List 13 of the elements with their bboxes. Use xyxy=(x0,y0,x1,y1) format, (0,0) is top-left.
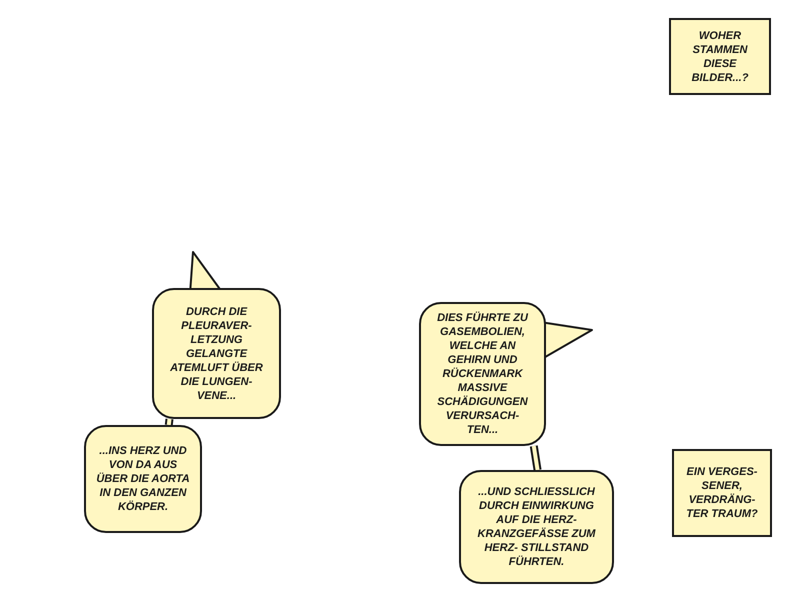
speech-bubble xyxy=(152,288,281,419)
speech-text: EIN VERGES- SENER, VERDRÄNG- TER TRAUM? xyxy=(685,465,759,521)
speech-text: ...INS HERZ UND VON DA AUS ÜBER DIE AORTA IN DEN GANZEN KÖRPER. xyxy=(95,444,191,514)
speech-text: WOHER STAMMEN DIESE BILDER...? xyxy=(690,28,750,84)
speech-text: ...UND SCHLIESSLICH DURCH EINWIRKUNG AUF DIE HERZ- KRANZGEFÄSSE ZUM HERZ- STILLSTAND FÜHRTEN. xyxy=(476,485,596,569)
speech-text: DIES FÜHRTE ZU GASEMBOLIEN, WELCHE AN GEHIRN UND RÜCKENMARK MASSIVE SCHÄDIGUNGEN VERURSACH- TEN... xyxy=(436,311,530,437)
speech-text: DURCH DIE PLEURAVER- LETZUNG GELANGTE ATEMLUFT ÜBER DIE LUNGEN- VENE... xyxy=(169,304,264,402)
speech-bubble xyxy=(84,425,202,533)
caption-box xyxy=(669,18,771,95)
speech-bubble xyxy=(419,302,546,446)
caption-box xyxy=(672,449,772,537)
bubble-connector xyxy=(530,445,542,471)
speech-bubble xyxy=(459,470,614,584)
